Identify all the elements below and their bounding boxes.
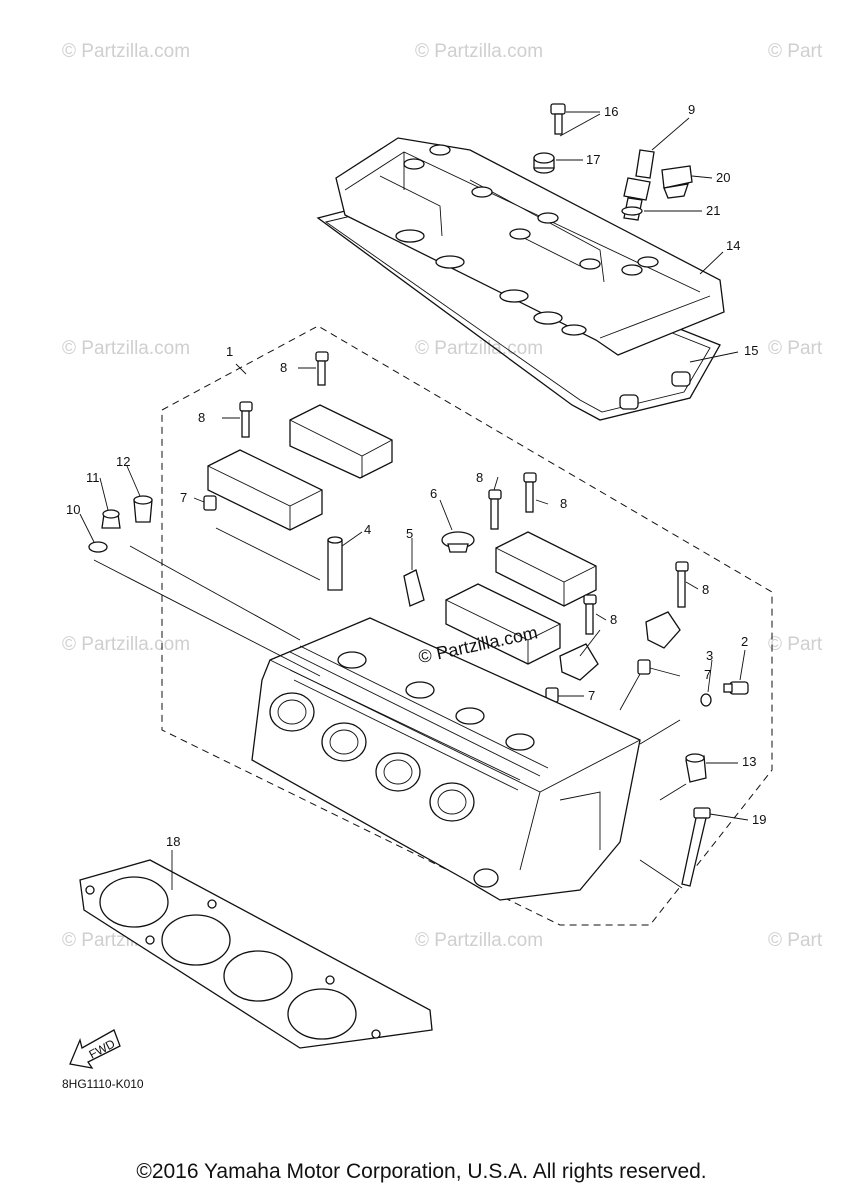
callout-4: 4	[364, 522, 371, 537]
callout-8: 8	[610, 612, 617, 627]
callout-3: 3	[706, 648, 713, 663]
bolt-2	[723, 681, 749, 695]
grommet-17	[533, 152, 555, 174]
oil-filler-cap-20	[661, 165, 693, 199]
callout-10: 10	[66, 502, 80, 517]
callout-8: 8	[560, 496, 567, 511]
leader-lines	[79, 111, 749, 890]
o-ring-21	[621, 206, 643, 216]
watermark: © Part	[768, 41, 823, 62]
watermark: © Partzilla.com	[62, 634, 190, 655]
callout-7: 7	[704, 667, 711, 682]
callout-1: 1	[226, 344, 233, 359]
callout-8: 8	[280, 360, 287, 375]
cylinder-head-assembly-boundary	[161, 325, 773, 926]
chain-guide-cap	[559, 611, 681, 681]
watermark: © Partzilla.com	[62, 41, 190, 62]
callout-7: 7	[180, 490, 187, 505]
callout-7: 7	[588, 688, 595, 703]
callout-16: 16	[604, 104, 618, 119]
forward-arrow-icon: FWD	[69, 1029, 121, 1069]
callout-9: 9	[688, 102, 695, 117]
watermark: © Partzilla.com	[415, 930, 543, 951]
callout-18: 18	[166, 834, 180, 849]
bushing-12	[133, 495, 153, 523]
bolt-19	[681, 807, 711, 887]
callout-8: 8	[476, 470, 483, 485]
callout-11: 11	[86, 470, 100, 485]
watermark: © Partzilla.com	[62, 338, 190, 359]
callout-5: 5	[406, 526, 413, 541]
watermark: © Partzilla.com	[415, 338, 543, 359]
washer-10	[88, 541, 108, 553]
callout-17: 17	[586, 152, 600, 167]
camshaft-cap-middle	[445, 583, 561, 665]
copyright-notice: ©2016 Yamaha Motor Corporation, U.S.A. A…	[136, 1160, 707, 1183]
dowel-pins-7	[203, 495, 651, 703]
callout-8: 8	[702, 582, 709, 597]
tube-4	[327, 536, 343, 591]
collar-13	[685, 753, 707, 783]
callouts: 1 2 3 4 5 6 7 7 7 7 8 8 8 8 8 8 8 9 10 1…	[66, 102, 766, 849]
callout-8: 8	[198, 410, 205, 425]
watermark: © Part	[768, 930, 823, 951]
camshaft-cap-right	[495, 531, 597, 607]
washer-3	[700, 693, 712, 707]
watermark: © Part	[768, 338, 823, 359]
callout-12: 12	[116, 454, 130, 469]
bolt-16	[550, 103, 566, 135]
diagram-code: 8HG1110-K010	[62, 1077, 144, 1091]
watermark: © Partzilla.com	[415, 41, 543, 62]
callout-6: 6	[430, 486, 437, 501]
cylinder-head	[251, 617, 641, 901]
camshaft-cap-upper	[289, 404, 393, 479]
watermark: © Part	[768, 634, 823, 655]
grommet-6	[441, 531, 475, 553]
nut-11	[101, 509, 121, 529]
callout-19: 19	[752, 812, 766, 827]
callout-20: 20	[716, 170, 730, 185]
bolts-8	[239, 351, 689, 635]
plug-5	[403, 569, 425, 607]
head-gasket-18	[79, 859, 433, 1049]
watermark-layer: © Partzilla.com © Partzilla.com © Part ©…	[62, 41, 823, 951]
callout-13: 13	[742, 754, 756, 769]
callout-2: 2	[741, 634, 748, 649]
valve-cover	[335, 137, 725, 356]
callout-21: 21	[706, 203, 720, 218]
camshaft-cap-left	[207, 449, 323, 531]
callout-14: 14	[726, 238, 740, 253]
callout-15: 15	[744, 343, 758, 358]
